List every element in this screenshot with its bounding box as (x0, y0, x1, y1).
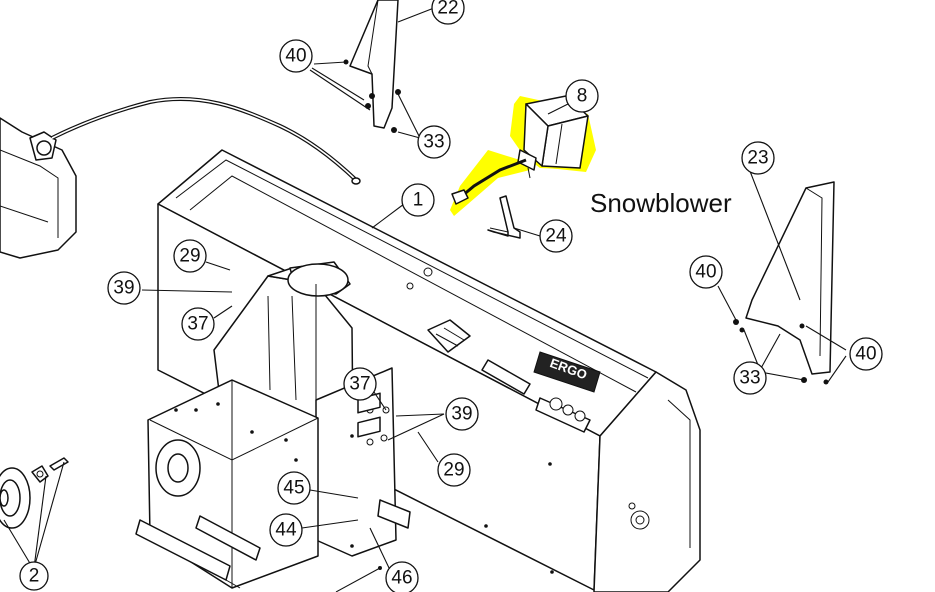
callout-39-left: 39 (107, 271, 141, 305)
callout-1: 1 (401, 183, 435, 217)
svg-text:39: 39 (113, 278, 134, 299)
svg-text:23: 23 (747, 148, 768, 169)
callout-24: 24 (539, 219, 573, 253)
chute-bracket-23 (733, 181, 835, 385)
svg-text:37: 37 (187, 314, 208, 335)
highlighted-light-assembly (450, 95, 596, 216)
svg-text:37: 37 (349, 374, 370, 395)
callout-29-center: 29 (437, 453, 471, 487)
svg-text:8: 8 (577, 86, 588, 107)
svg-text:44: 44 (275, 520, 297, 541)
svg-text:46: 46 (391, 568, 412, 589)
callout-40-top: 40 (279, 39, 313, 73)
callout-44: 44 (269, 513, 303, 547)
svg-text:40: 40 (695, 262, 716, 283)
svg-text:22: 22 (437, 0, 458, 19)
callout-8: 8 (565, 79, 599, 113)
gearbox-assembly (135, 261, 411, 589)
leader-lines (3, 7, 847, 571)
crank-rod (427, 319, 591, 433)
svg-text:40: 40 (855, 344, 876, 365)
svg-text:29: 29 (443, 460, 464, 481)
svg-text:45: 45 (283, 478, 304, 499)
callout-22: 22 (431, 0, 465, 25)
callout-40-right-bottom: 40 (849, 337, 883, 371)
callout-40-right-top: 40 (689, 255, 723, 289)
bracket-24 (487, 195, 521, 239)
svg-text:1: 1 (413, 190, 424, 211)
svg-text:24: 24 (545, 226, 567, 247)
diagram-title: Snowblower (590, 188, 732, 218)
chute-bracket-22 (343, 0, 401, 133)
callout-45: 45 (277, 471, 311, 505)
sprocket-assembly (0, 457, 69, 529)
svg-text:29: 29 (179, 246, 200, 267)
callout-33-right: 33 (733, 361, 767, 395)
svg-text:39: 39 (451, 404, 472, 425)
svg-text:2: 2 (29, 566, 40, 587)
callout-46: 46 (385, 561, 419, 592)
callout-23: 23 (741, 141, 775, 175)
fuel-line (51, 97, 361, 185)
svg-text:33: 33 (739, 368, 760, 389)
callout-39-center: 39 (445, 397, 479, 431)
callout-37-center: 37 (343, 367, 377, 401)
callout-33-top: 33 (417, 125, 451, 159)
callout-37-left: 37 (181, 307, 215, 341)
svg-text:33: 33 (423, 132, 444, 153)
callout-2: 2 (19, 561, 49, 591)
callout-29-left: 29 (173, 239, 207, 273)
svg-text:40: 40 (285, 46, 306, 67)
fuel-tank (0, 117, 77, 259)
